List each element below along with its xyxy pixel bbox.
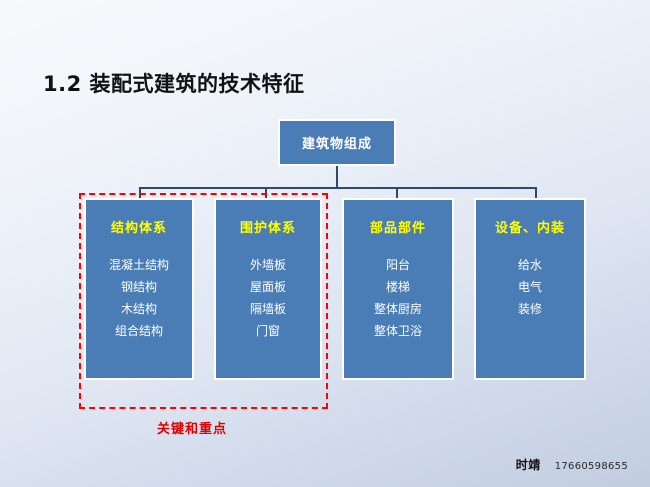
diagram-root-node[interactable]: 建筑物组成 [278,119,396,166]
category-box-components[interactable]: 部品部件 阳台 楼梯 整体厨房 整体卫浴 [342,198,454,380]
category-header: 结构体系 [110,221,167,236]
category-item: 电气 [517,280,542,294]
diagram-root-node-label: 建筑物组成 [301,137,372,152]
category-item: 整体卫浴 [373,324,422,338]
category-item-list: 混凝土结构 钢结构 木结构 组合结构 [109,256,169,341]
category-item: 木结构 [120,302,157,316]
page-title: 1.2 装配式建筑的技术特征 [43,72,305,96]
connector-branch-3 [396,187,398,199]
category-item-list: 外墙板 屋面板 隔墙板 门窗 [250,256,286,341]
category-header: 围护体系 [239,221,296,236]
category-item: 装修 [517,302,542,316]
footer-author-name: 时靖 [515,458,541,472]
category-item: 楼梯 [385,280,410,294]
category-item: 钢结构 [120,280,157,294]
category-item: 屋面板 [249,280,286,294]
category-header: 部品部件 [369,221,426,236]
category-item: 阳台 [385,258,410,272]
connector-root-stem [336,166,338,188]
connector-horizontal-bus [139,187,537,189]
highlight-label: 关键和重点 [157,422,228,437]
category-item-list: 给水 电气 装修 [518,256,542,319]
category-item: 门窗 [255,324,280,338]
category-header: 设备、内装 [494,221,565,236]
category-item: 隔墙板 [249,302,286,316]
category-item-list: 阳台 楼梯 整体厨房 整体卫浴 [374,256,422,341]
category-box-envelope-system[interactable]: 围护体系 外墙板 屋面板 隔墙板 门窗 [214,198,322,380]
connector-branch-4 [535,187,537,199]
category-box-structural-system[interactable]: 结构体系 混凝土结构 钢结构 木结构 组合结构 [84,198,194,380]
category-item: 组合结构 [114,324,163,338]
category-item: 整体厨房 [373,302,422,316]
category-item: 给水 [517,258,542,272]
category-box-equipment-interior[interactable]: 设备、内装 给水 电气 装修 [474,198,586,380]
category-item: 外墙板 [249,258,286,272]
footer: 时靖 17660598655 [516,456,628,473]
category-item: 混凝土结构 [108,258,169,272]
footer-phone-number: 17660598655 [554,461,628,472]
